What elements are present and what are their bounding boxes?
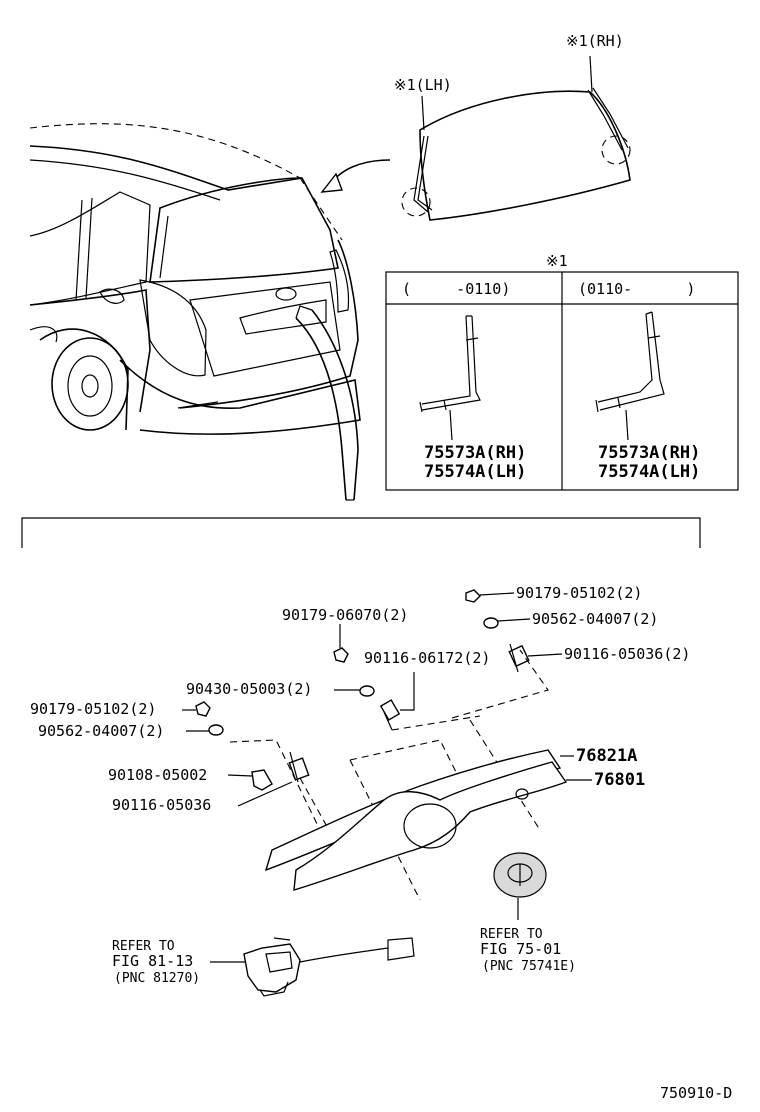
- table-col2-part-rh: 75573A(RH): [598, 443, 700, 463]
- ref-right-line3: (PNC 75741E): [482, 959, 576, 974]
- part-label-p4: 90116-06172(2): [364, 649, 490, 667]
- part-label-p5: 90116-05036(2): [564, 645, 690, 663]
- part-label-p9: 76821A: [576, 746, 637, 766]
- table-col1-part-rh: 75573A(RH): [424, 443, 526, 463]
- ref-right-line2: FIG 75-01: [480, 940, 561, 958]
- table-col2-header: (0110- ): [578, 280, 695, 298]
- hardware-parts: 90179-05102(2) 90562-04007(2) 90179-0607…: [30, 584, 690, 814]
- ref-left-line2: FIG 81-13: [112, 952, 193, 970]
- detail-bracket: [21, 517, 701, 548]
- ref-left-line3: (PNC 81270): [114, 971, 200, 986]
- part-label-p2: 90562-04007(2): [532, 610, 658, 628]
- part-label-p8: 90562-04007(2): [38, 722, 164, 740]
- part-label-p10: 90108-05002: [108, 766, 207, 784]
- part-label-p3: 90179-06070(2): [282, 606, 408, 624]
- callout-rh: ※1(RH): [566, 32, 624, 50]
- latch-assembly: [210, 937, 415, 997]
- ref-right-line1: REFER TO: [480, 927, 543, 942]
- ref-left-line1: REFER TO: [112, 939, 175, 954]
- rear-window-glass: ※1(LH) ※1(RH): [394, 32, 631, 221]
- drawing-code: 750910-D: [660, 1084, 732, 1102]
- callout-lh: ※1(LH): [394, 76, 452, 94]
- car-rear-illustration: [29, 123, 391, 501]
- moulding-variant-table: ※1 ( -0110) (0110- ) 75573A(RH) 75574A(L…: [385, 252, 739, 491]
- table-ref-mark: ※1: [546, 252, 568, 270]
- table-col2-part-lh: 75574A(LH): [598, 462, 700, 482]
- part-label-p12: 90116-05036: [112, 796, 211, 814]
- part-label-p1: 90179-05102(2): [516, 584, 642, 602]
- refer-notes: REFER TO FIG 81-13 (PNC 81270) REFER TO …: [112, 927, 576, 986]
- part-label-p6: 90430-05003(2): [186, 680, 312, 698]
- table-col1-header: ( -0110): [402, 280, 510, 298]
- table-col1-part-lh: 75574A(LH): [424, 462, 526, 482]
- part-label-p11: 76801: [594, 770, 645, 790]
- part-label-p7: 90179-05102(2): [30, 700, 156, 718]
- garnish-assembly: 76821A 76801: [264, 746, 645, 920]
